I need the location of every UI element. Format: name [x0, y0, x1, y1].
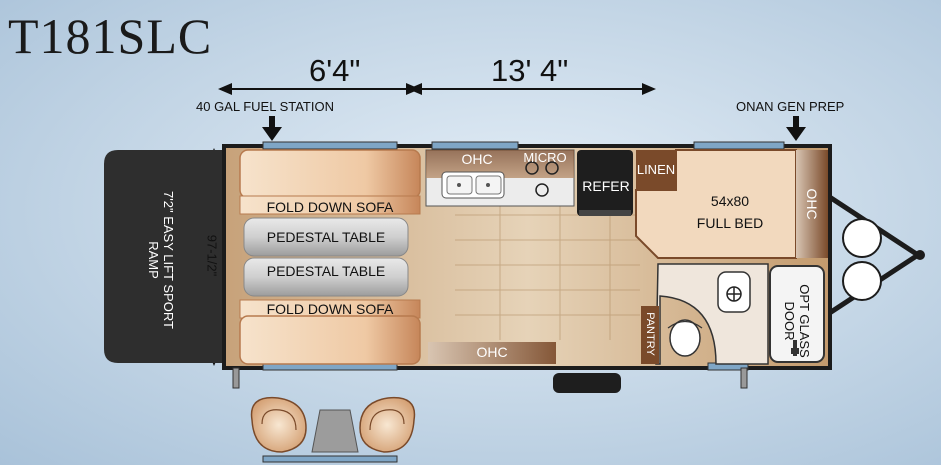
linen-closet — [636, 150, 676, 190]
refrigerator — [577, 150, 633, 216]
model-title: T181SLC — [8, 8, 213, 64]
sofa-bottom-label: FOLD DOWN SOFA — [266, 301, 394, 317]
sink-bath-icon — [717, 271, 751, 313]
stove-icon — [525, 161, 559, 197]
micro-label: MICRO — [523, 150, 567, 165]
refer-label: REFER — [582, 178, 630, 194]
ohc-bed — [796, 150, 828, 258]
table-bottom — [243, 257, 409, 297]
fuel-station-label: 40 GAL FUEL STATION — [196, 99, 334, 114]
bed-label: FULL BED — [696, 215, 764, 231]
pantry-label: PANTRY — [644, 312, 656, 356]
propane-tank-top — [842, 218, 882, 258]
total-length-label: 13' 4" — [491, 53, 569, 88]
linen-label: LINEN — [636, 162, 676, 177]
toilet-icon — [667, 319, 703, 357]
table-top-label: PEDESTAL TABLE — [266, 229, 386, 245]
bed-size-label: 54x80 — [710, 193, 750, 209]
generator-arrow — [786, 116, 806, 141]
sport-ramp — [104, 150, 226, 363]
sofa-top-label: FOLD DOWN SOFA — [266, 199, 394, 215]
sofa-bottom — [239, 315, 421, 365]
generator-label: ONAN GEN PREP — [736, 99, 845, 114]
ohc-bottom — [428, 342, 556, 364]
table-bottom-label: PEDESTAL TABLE — [266, 263, 386, 279]
entry-door — [769, 265, 825, 363]
ohc-kitchen-label: OHC — [461, 151, 493, 167]
sofa-top — [239, 149, 421, 199]
fuel-station-arrow — [262, 116, 282, 141]
sink-icon — [441, 171, 505, 199]
ohc-bed-label: OHC — [804, 188, 820, 220]
hitch — [826, 193, 925, 317]
ohc-bottom-label: OHC — [476, 344, 508, 360]
width-label: 97-1/2" — [204, 234, 220, 277]
ramp-label: 7'2" EASY LIFT SPORT RAMP — [146, 191, 176, 329]
door-label: OPT GLASS DOOR — [782, 284, 812, 358]
front-length-label: 6'4" — [309, 53, 361, 88]
stabilizer-jacks — [232, 367, 748, 389]
wheel — [553, 373, 621, 393]
windows — [262, 141, 785, 371]
patio-chairs — [250, 396, 416, 463]
pantry — [641, 306, 659, 364]
exterior-wall — [222, 144, 832, 370]
propane-tank-bottom — [842, 261, 882, 301]
table-top — [243, 217, 409, 257]
